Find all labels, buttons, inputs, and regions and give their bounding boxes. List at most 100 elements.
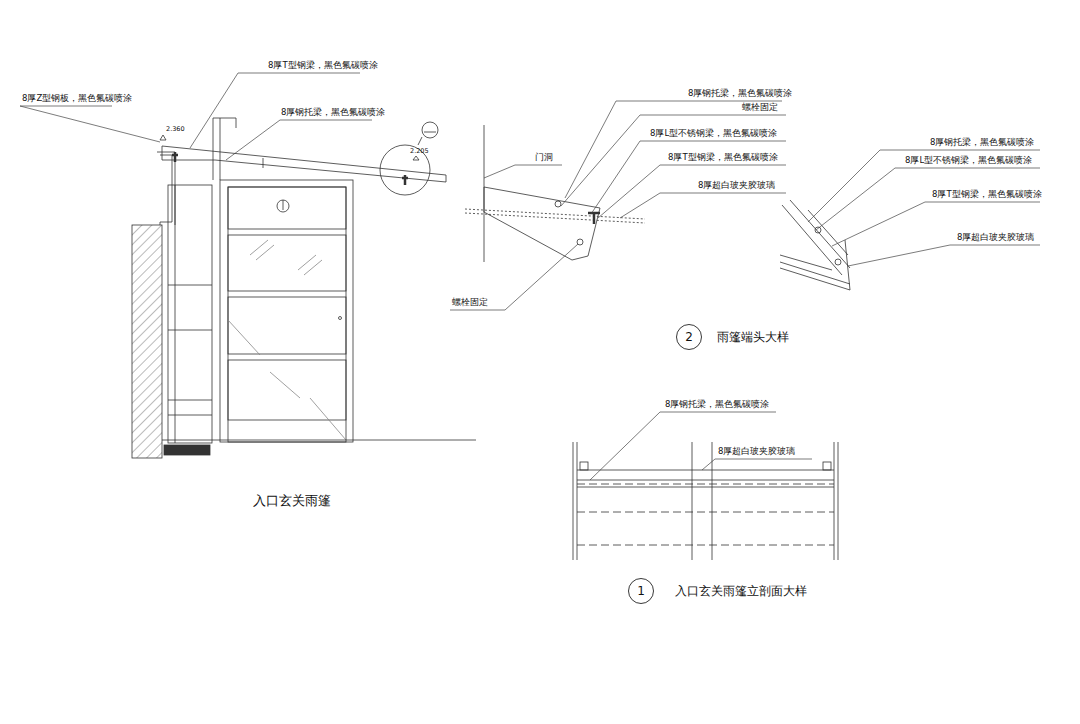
detail-callout xyxy=(160,135,166,140)
z-steel-plate xyxy=(160,155,172,225)
detail-callout xyxy=(380,145,430,195)
dashed-lines xyxy=(577,545,834,546)
glass-marks xyxy=(310,398,346,440)
callout-note: 8厚L型不锈钢梁，黑色氟碳喷涂 xyxy=(905,156,1032,166)
column xyxy=(213,118,236,119)
callout-note: 8厚超白玻夹胶玻璃 xyxy=(718,447,795,457)
break-lines xyxy=(692,442,712,560)
section-frame xyxy=(577,480,834,481)
laminated-glass xyxy=(465,213,645,223)
floor-line xyxy=(162,440,476,441)
detail-title: 雨篷端头大样 xyxy=(717,329,789,346)
glass-marks xyxy=(304,260,322,275)
callout-note: 螺栓固定 xyxy=(742,103,778,113)
leader-line xyxy=(20,106,160,142)
section-frame xyxy=(573,442,838,560)
steel-bracket xyxy=(593,213,596,224)
bracket-corner xyxy=(835,259,841,265)
door-frame xyxy=(228,187,346,229)
drawing-title: 入口玄关雨篷 xyxy=(253,494,331,509)
cabinet xyxy=(168,185,212,443)
canopy-beam xyxy=(162,146,446,182)
detail-callout xyxy=(283,200,284,210)
column xyxy=(236,118,237,128)
section-frame xyxy=(577,470,834,471)
cabinet xyxy=(164,445,210,455)
floor-line xyxy=(162,440,476,441)
canopy-beam xyxy=(162,146,446,185)
leader-line xyxy=(832,202,1040,246)
leader-line xyxy=(565,101,782,198)
z-steel-plate xyxy=(157,152,175,225)
cabinet xyxy=(175,185,176,443)
detail-title: 入口玄关雨篷立剖面大样 xyxy=(675,583,807,600)
leader-line xyxy=(20,73,1040,480)
door-frame xyxy=(339,317,342,320)
callout-note: 8厚T型钢梁，黑色氟碳喷涂 xyxy=(932,190,1042,200)
callout-note: 螺栓固定 xyxy=(452,298,488,308)
canopy-beam xyxy=(174,152,177,162)
callout-note: 8厚钢托梁，黑色氟碳喷涂 xyxy=(665,400,769,410)
detail-callout xyxy=(413,156,419,160)
hatched-wall xyxy=(132,225,162,458)
leader-line xyxy=(620,193,786,218)
bracket-corner xyxy=(780,200,850,290)
bracket-corner xyxy=(780,255,832,270)
detail-callout xyxy=(277,200,289,212)
section-frame xyxy=(838,442,839,560)
callout-note: 8厚T型钢梁，黑色氟碳喷涂 xyxy=(268,61,378,71)
leader-line xyxy=(598,165,786,218)
door-frame xyxy=(220,180,353,442)
detail-callout xyxy=(422,122,438,138)
leader-line xyxy=(484,165,562,178)
leader-line xyxy=(702,459,812,470)
steel-bracket xyxy=(555,201,561,207)
callout-note: 8厚钢托梁，黑色氟碳喷涂 xyxy=(281,108,385,118)
leader-line xyxy=(848,245,1040,266)
bracket-corner xyxy=(780,268,850,290)
hatched-wall xyxy=(132,225,162,458)
callout-note: 8厚L型不锈钢梁，黑色氟碳喷涂 xyxy=(650,129,777,139)
column xyxy=(213,118,263,180)
cabinet xyxy=(168,415,212,416)
detail-callout xyxy=(418,137,422,145)
laminated-glass xyxy=(465,209,645,223)
callout-note: 8厚T型钢梁，黑色氟碳喷涂 xyxy=(668,153,778,163)
callout-note: 门洞 xyxy=(535,153,553,163)
callout-note: 8厚钢托梁，黑色氟碳喷涂 xyxy=(688,89,792,99)
z-steel-plate xyxy=(157,152,175,225)
callout-note: 8厚超白玻夹胶玻璃 xyxy=(957,233,1034,243)
leader-line xyxy=(561,115,786,206)
dashed-lines xyxy=(577,512,834,513)
section-frame xyxy=(577,487,834,488)
cabinet xyxy=(168,330,212,331)
callout-number: 1 xyxy=(637,584,645,598)
callout-note: 8厚Z型钢板，黑色氟碳喷涂 xyxy=(22,94,132,104)
column xyxy=(263,158,264,168)
bracket-corner xyxy=(808,210,848,255)
callout-note: 8厚钢托梁，黑色氟碳喷涂 xyxy=(930,138,1034,148)
detail-callout xyxy=(160,122,438,212)
callout-circle xyxy=(629,579,654,604)
cabinet xyxy=(164,185,212,455)
door-frame xyxy=(228,297,346,354)
detail-callout: 1 入口玄关雨篷立剖面大样 xyxy=(628,578,809,604)
callout-circle xyxy=(677,325,702,350)
door-frame xyxy=(228,187,346,442)
glass-marks xyxy=(256,245,274,260)
leader-line xyxy=(591,141,786,214)
leader-line xyxy=(450,244,578,310)
glass-marks xyxy=(270,372,300,398)
door-frame xyxy=(220,180,353,442)
column xyxy=(213,118,214,180)
callout-note: 2.205 xyxy=(410,148,429,155)
steel-bracket xyxy=(484,187,600,260)
break-lines xyxy=(712,442,713,560)
door-frame xyxy=(228,235,346,291)
section-frame xyxy=(823,462,831,470)
dashed-lines xyxy=(577,484,834,545)
column xyxy=(220,118,221,180)
glass-marks xyxy=(228,240,346,440)
callout-note: 8厚超白玻夹胶玻璃 xyxy=(698,181,775,191)
